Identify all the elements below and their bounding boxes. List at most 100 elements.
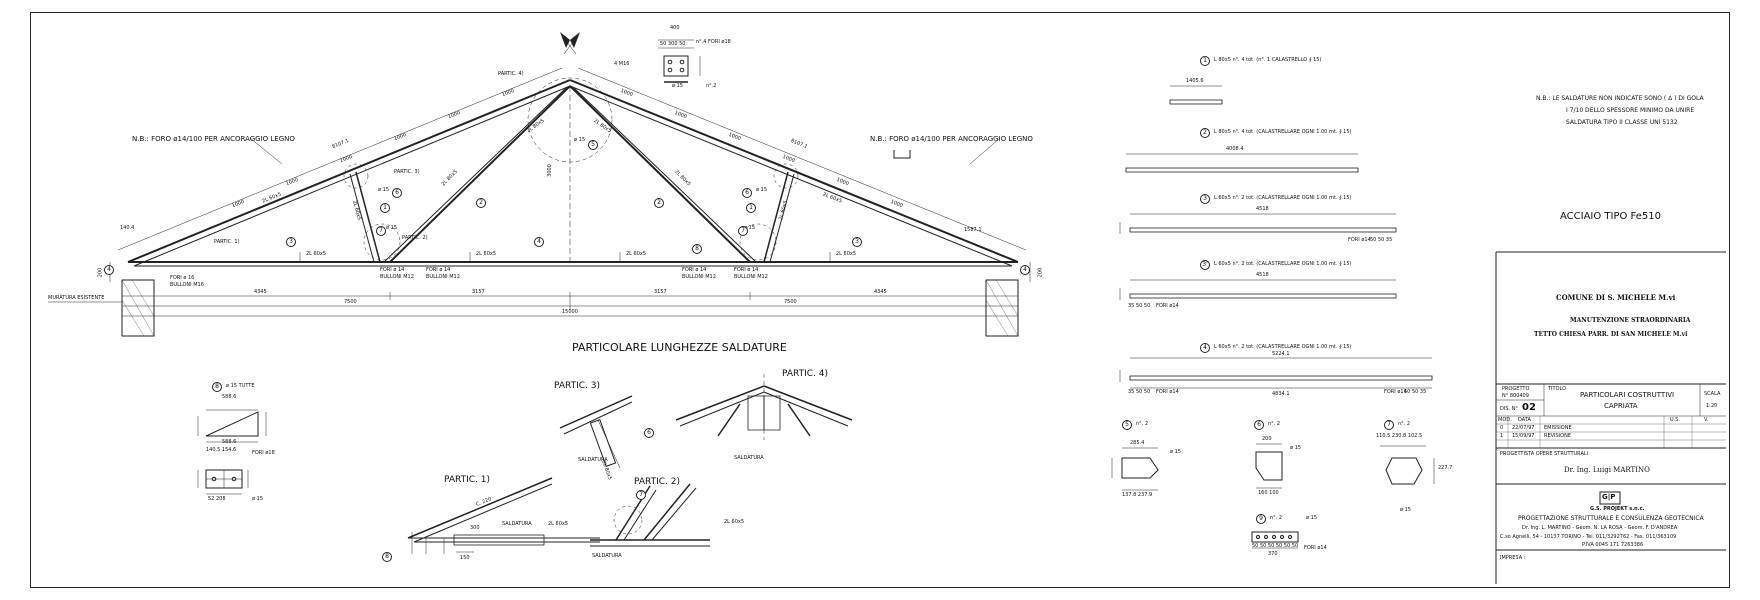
truss-geometry bbox=[48, 32, 1031, 337]
part-dim-8b: 140.5 154.6 bbox=[206, 447, 237, 453]
node-bubble-3-left: 3 bbox=[286, 237, 296, 247]
anchor-note-right: N.B.: FORO ø14/100 PER ANCORAGGIO LEGNO bbox=[870, 135, 1033, 143]
ridge-plate-detail bbox=[658, 39, 701, 83]
bar-len-3b: 4518 bbox=[1256, 272, 1269, 278]
part-bubble-5: 5 bbox=[1122, 420, 1132, 430]
tb-dis-num: 02 bbox=[1522, 402, 1536, 413]
part-dim-7a: 110.5 230.8 102.5 bbox=[1376, 433, 1423, 439]
profile-label-1: 2L 60x5 bbox=[306, 251, 327, 257]
anchor-note-left: N.B.: FORO ø14/100 PER ANCORAGGIO LEGNO bbox=[132, 135, 295, 143]
dim-half-left: 7500 bbox=[344, 299, 357, 305]
part-phi-6: ø 15 bbox=[1290, 445, 1302, 451]
partic4-saldatura: SALDATURA bbox=[734, 455, 764, 461]
welding-note-1: N.B.: LE SALDATURE NON INDICATE SONO ( ∆… bbox=[1536, 95, 1704, 102]
profile-label-2: 2L 60x5 bbox=[476, 251, 497, 257]
bar-len-2: 4008.4 bbox=[1226, 146, 1244, 152]
node-bubble-3-right: 3 bbox=[852, 237, 862, 247]
part-dim-5b: 137.8 237.9 bbox=[1122, 492, 1153, 498]
dim-bottom-1: 4345 bbox=[254, 289, 267, 295]
part-phi-7: ø 15 bbox=[1400, 507, 1412, 513]
bar-end-dims-4: 35 50 50 bbox=[1128, 389, 1151, 395]
welding-note-3: SALDATURA TIPO II CLASSE UNI 5132 bbox=[1566, 119, 1678, 126]
part-dim-5a: 285.4 bbox=[1130, 440, 1145, 446]
profile-label-3: 2L 60x5 bbox=[626, 251, 647, 257]
bar-bubble-4: 4 bbox=[1200, 343, 1210, 353]
welding-note-2: I 7/10 DELLO SPESSORE MINIMO DA UNIRE bbox=[1566, 107, 1695, 114]
part-dim-9b: 370 bbox=[1268, 551, 1278, 557]
partic1-300: 300 bbox=[470, 525, 480, 531]
ridge-plate-width: 400 bbox=[670, 25, 680, 31]
node-bubble-7-left: 7 bbox=[376, 226, 386, 236]
partic-bubble-6: 6 bbox=[644, 428, 654, 438]
profile-label-4: 2L 60x5 bbox=[836, 251, 857, 257]
bar-desc-2: L 80x5 n°. 4 tot. (CALASTRELLARE OGNI 1.… bbox=[1214, 129, 1352, 135]
part-note-9: FORI ø14 bbox=[1304, 545, 1327, 551]
part-dim-7b: 227.7 bbox=[1438, 465, 1453, 471]
node-bubble-4-right: 4 bbox=[1020, 265, 1030, 275]
firm-piva: P.IVA 0045 171 7263386 bbox=[1582, 542, 1644, 548]
bar-bubble-3b: 3' bbox=[1200, 260, 1210, 270]
part-bubble-7: 7 bbox=[1384, 420, 1394, 430]
dim-bottom-2: 3157 bbox=[472, 289, 485, 295]
part-dim-9a: 50 50 50 50 50 50 bbox=[1252, 543, 1299, 549]
tb-rev-h-v: V. bbox=[1704, 417, 1709, 423]
dim-half-right: 7500 bbox=[784, 299, 797, 305]
node-bubble-2-right: 2 bbox=[654, 198, 664, 208]
phi-label-1: ø 15 bbox=[574, 137, 586, 143]
partic-bubble-8: 8 bbox=[382, 552, 392, 562]
edge-dim-right: 1587.1 bbox=[964, 227, 982, 233]
bolt-note-ml-b: BULLONI M12 bbox=[380, 274, 414, 280]
tb-impresa-label: IMPRESA : bbox=[1500, 555, 1526, 561]
node-bubble-8-right: 8 bbox=[692, 244, 702, 254]
bar-desc-4: L 60x5 n°. 2 tot. (CALASTRELLARE OGNI 1.… bbox=[1214, 344, 1352, 350]
phi-label-3: ø 15 bbox=[744, 225, 756, 231]
partic-ref-3: PARTIC. 3) bbox=[394, 169, 420, 175]
phi-label-5: ø 15 bbox=[756, 187, 768, 193]
bolt-note-mr2-a: FORI ø 14 bbox=[734, 267, 759, 273]
sheet-border bbox=[30, 12, 1730, 588]
firm-logo: G|P bbox=[1602, 493, 1616, 501]
firm-subtitle: PROGETTAZIONE STRUTTURALE E CONSULENZA G… bbox=[1518, 515, 1704, 522]
partic-title-3: PARTIC. 3) bbox=[554, 381, 601, 391]
partic1-saldatura: SALDATURA bbox=[502, 521, 532, 527]
tb-progetto-label: PROGETTO bbox=[1502, 386, 1530, 392]
part-bubble-9: 9 bbox=[1256, 514, 1266, 524]
bolt-note-left-a: FORI ø 16 bbox=[170, 275, 195, 281]
partic-title-4: PARTIC. 4) bbox=[782, 369, 829, 379]
bar-end-note-3: FORI ø14 bbox=[1348, 237, 1371, 243]
part-phi-9: ø 15 bbox=[1306, 515, 1318, 521]
detail-8-drawings bbox=[197, 409, 267, 495]
bar-desc-1: L 80x5 n°. 4 tot. (n°. 1 CALASTRELLO ∮ 1… bbox=[1214, 57, 1322, 63]
partic3-saldatura: SALDATURA bbox=[578, 457, 608, 463]
tb-rev-h-us: U.S. bbox=[1670, 417, 1681, 423]
part-dim-6b: 160 100 bbox=[1258, 490, 1279, 496]
part-note-8: FORI ø18 bbox=[252, 450, 275, 456]
tb-rev-0-date: 22/07/97 bbox=[1512, 425, 1535, 431]
tb-rev-1-date: 15/09/97 bbox=[1512, 433, 1535, 439]
phi-label-2: ø 15 bbox=[386, 225, 398, 231]
phi-label-4: ø 15 bbox=[378, 187, 390, 193]
bar-end-dims-3: 50 50 35 bbox=[1370, 237, 1393, 243]
tb-progetto-num: N° 800409 bbox=[1502, 393, 1529, 399]
bar-len-1: 1405.6 bbox=[1186, 78, 1204, 84]
part-phi-8: ø 15 bbox=[252, 496, 264, 502]
edge-dim-left: 140.4 bbox=[120, 225, 135, 231]
bar-bubble-3: 3 bbox=[1200, 194, 1210, 204]
part-qty-7: n°. 2 bbox=[1398, 421, 1411, 427]
welds-section-title: PARTICOLARE LUNGHEZZE SALDATURE bbox=[572, 341, 787, 354]
bar-end-note-4r: FORI ø14 bbox=[1384, 389, 1407, 395]
node-bubble-6-right: 6 bbox=[742, 188, 752, 198]
title-work-1: MANUTENZIONE STRAORDINARIA bbox=[1570, 317, 1691, 324]
bar-desc-3: L 60x5 n°. 2 tot. (CALASTRELLARE OGNI 1.… bbox=[1214, 195, 1352, 201]
partic2-profile: 2L 60x5 bbox=[724, 519, 745, 525]
firm-people: Dr. Ing. L. MARTINO - Geom. N. LA ROSA -… bbox=[1522, 525, 1678, 531]
part-qty-6: n°. 2 bbox=[1268, 421, 1281, 427]
firm-name: G.S. PROJEKT s.n.c. bbox=[1590, 506, 1645, 512]
steel-type-label: ACCIAIO TIPO Fe510 bbox=[1560, 211, 1662, 222]
existing-masonry-label: MURATURA ESISTENTE bbox=[48, 295, 105, 301]
bolt-note-ml-a: FORI ø 14 bbox=[380, 267, 405, 273]
bar-bubble-1: 1 bbox=[1200, 56, 1210, 66]
tb-rev-h-data: DATA bbox=[1518, 417, 1531, 423]
bar-bubble-2: 2 bbox=[1200, 128, 1210, 138]
